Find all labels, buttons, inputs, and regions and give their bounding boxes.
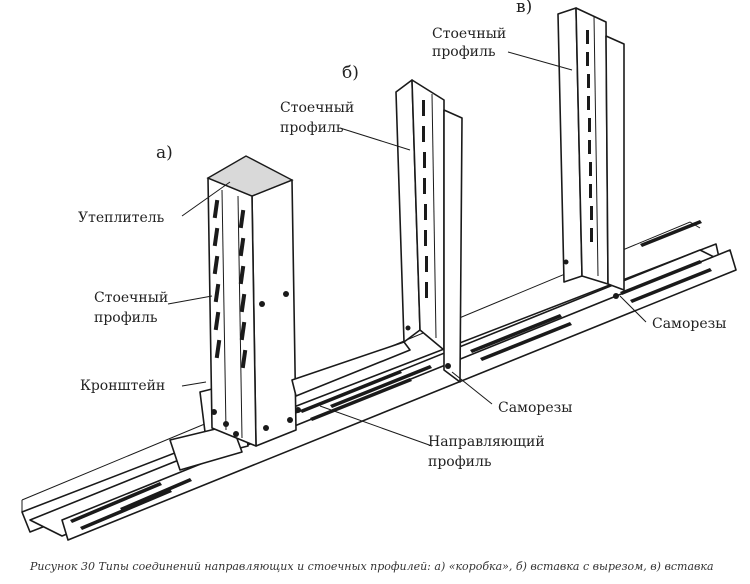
- label-insulation: Утеплитель: [78, 210, 165, 226]
- label-stud-a-1: Стоечный: [94, 290, 168, 306]
- label-stud-v-1: Стоечный: [432, 26, 506, 42]
- label-stud-v-2: профиль: [432, 44, 496, 60]
- label-v: в): [516, 0, 532, 17]
- assembly-b-cutout: [291, 79, 463, 413]
- leader-lines: [167, 51, 647, 447]
- assembly-v-insert: [557, 7, 625, 299]
- label-guide-1: Направляющий: [428, 434, 545, 450]
- insulation-top: [206, 155, 294, 197]
- screws-b: [295, 325, 451, 413]
- assembly-a-box: [169, 155, 297, 471]
- stud-a-slots: [212, 199, 248, 369]
- screws-v: [563, 259, 619, 299]
- screws-a: [211, 291, 293, 437]
- label-b: б): [342, 63, 359, 83]
- label-screws-right: Саморезы: [652, 316, 726, 332]
- label-stud-a-2: профиль: [94, 310, 158, 326]
- label-bracket: Кронштейн: [80, 378, 165, 394]
- label-a: а): [156, 143, 173, 163]
- label-stud-b-2: профиль: [280, 120, 344, 136]
- label-stud-b-1: Стоечный: [280, 100, 354, 116]
- stud-v-slots: [586, 30, 593, 242]
- figure-caption: Рисунок 30 Типы соединений направляющих …: [29, 560, 714, 573]
- stud-b-slots: [422, 100, 428, 298]
- label-guide-2: профиль: [428, 454, 492, 470]
- label-screws-mid: Саморезы: [498, 400, 572, 416]
- guide-slots: [70, 220, 712, 530]
